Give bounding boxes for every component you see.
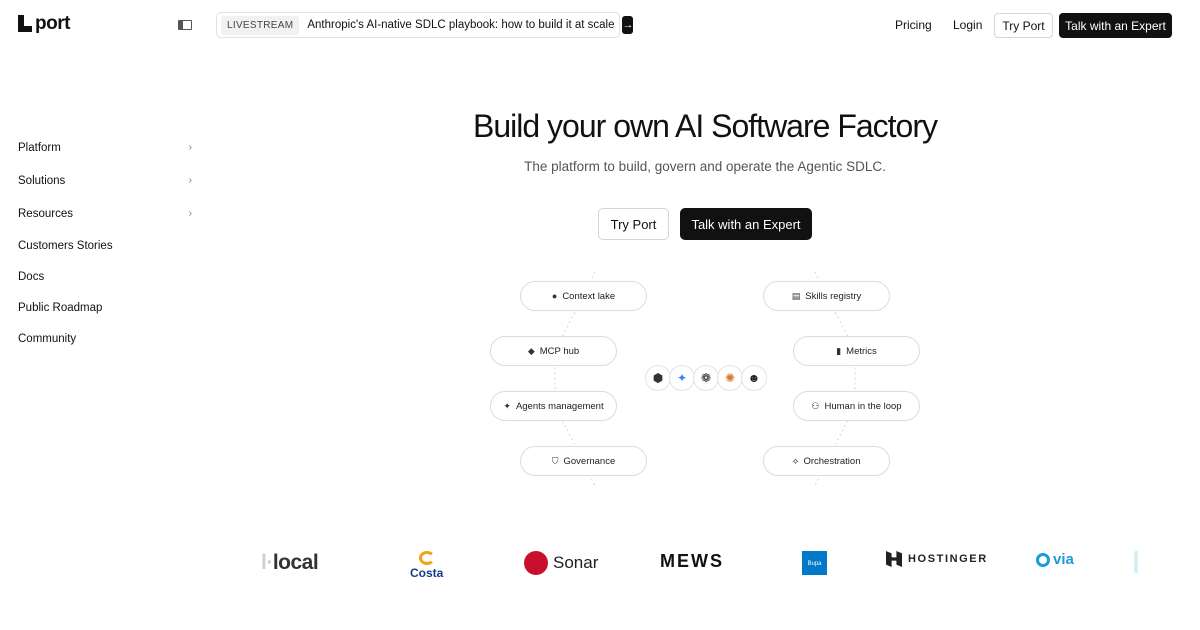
logo-local: l·local: [261, 551, 319, 574]
pill-label: Skills registry: [805, 290, 862, 302]
claude-icon: ✺: [717, 365, 743, 391]
logo-sonar-text: Sonar: [553, 553, 599, 572]
hero-subtitle: The platform to build, govern and operat…: [524, 159, 886, 174]
chevron-right-icon: ›: [188, 142, 192, 153]
port-logo-text: port: [35, 13, 70, 34]
arrow-right-icon[interactable]: →: [622, 16, 634, 34]
login-link[interactable]: Login: [953, 18, 983, 32]
pill-label: Human in the loop: [824, 400, 902, 412]
pill-label: Orchestration: [803, 455, 861, 467]
port-logo-mark: [18, 15, 32, 33]
sidebar-toggle-icon[interactable]: [178, 20, 192, 30]
livestream-tag: LIVESTREAM: [221, 15, 300, 35]
pill-label: Governance: [563, 455, 616, 467]
sidenav-item-customers-stories[interactable]: Customers Stories: [18, 230, 196, 261]
hero-try-port-button[interactable]: Try Port: [598, 208, 669, 240]
pill-governance[interactable]: ⛉ Governance: [520, 446, 647, 476]
logo-bupa: Bupa: [802, 551, 827, 575]
logo-local-faded-letter: l: [261, 551, 267, 574]
pill-mcp-hub[interactable]: ◆ MCP hub: [490, 336, 617, 366]
port-logo[interactable]: port: [18, 13, 70, 35]
try-port-button[interactable]: Try Port: [994, 13, 1053, 38]
left-connector-line: [554, 271, 596, 487]
hero-title: Build your own AI Software Factory: [473, 108, 938, 144]
pricing-link[interactable]: Pricing: [895, 18, 932, 32]
hostinger-mark-icon: [886, 551, 902, 567]
pill-agents-management[interactable]: ✦ Agents management: [490, 391, 617, 421]
sidenav-item-label: Solutions: [18, 174, 66, 187]
shield-icon: ⛉: [551, 455, 559, 466]
logo-mews: MEWS: [660, 551, 724, 571]
side-navigation: Platform › Solutions › Resources › Custo…: [18, 131, 196, 354]
pill-human-in-the-loop[interactable]: ⚇ Human in the loop: [793, 391, 920, 421]
pill-label: Agents management: [515, 400, 604, 412]
users-icon: ⚇: [811, 400, 820, 411]
chevron-right-icon: ›: [188, 175, 192, 186]
ai-agents-hub: ⬢ ✦ ❁ ✺ ☻: [645, 363, 767, 393]
bar-chart-icon: ▮: [836, 345, 842, 356]
cube-icon: ⬢: [645, 365, 671, 391]
openai-icon: ❁: [693, 365, 719, 391]
flow-icon: ⟡: [792, 455, 799, 466]
logo-costa-text: Costa: [410, 566, 444, 580]
logo-costa: Costa: [410, 551, 443, 580]
livestream-announcement[interactable]: LIVESTREAM Anthropic's AI-native SDLC pl…: [216, 12, 634, 38]
logo-hostinger-text: HOSTINGER: [908, 553, 988, 565]
copilot-icon: ☻: [741, 365, 767, 391]
via-mark-icon: [1036, 552, 1050, 567]
sidenav-item-label: Customers Stories: [18, 239, 113, 252]
logo-via: via: [1036, 551, 1074, 568]
pill-label: MCP hub: [539, 345, 580, 357]
pill-label: Metrics: [846, 345, 877, 357]
sidenav-item-solutions[interactable]: Solutions ›: [18, 164, 196, 197]
hero-talk-expert-button[interactable]: Talk with an Expert: [680, 208, 812, 240]
talk-expert-button[interactable]: Talk with an Expert: [1059, 13, 1172, 38]
right-connector-line: [814, 271, 856, 487]
pill-context-lake[interactable]: ● Context lake: [520, 281, 647, 311]
pill-metrics[interactable]: ▮ Metrics: [793, 336, 920, 366]
book-icon: ▤: [791, 290, 801, 301]
sidenav-item-public-roadmap[interactable]: Public Roadmap: [18, 292, 196, 323]
logo-sonar: Sonar: [524, 551, 598, 575]
sidenav-item-platform[interactable]: Platform ›: [18, 131, 196, 164]
chevron-right-icon: ›: [188, 208, 192, 219]
logo-partial-faded: [1134, 551, 1150, 573]
logo-local-text: local: [272, 551, 319, 574]
sidenav-item-label: Platform: [18, 141, 61, 154]
logo-via-text: via: [1053, 551, 1074, 568]
diamond-icon: ◆: [527, 345, 535, 356]
logo-hostinger: HOSTINGER: [886, 551, 988, 567]
sonar-mark-icon: [524, 551, 548, 575]
sidenav-item-label: Community: [18, 332, 77, 345]
pill-orchestration[interactable]: ⟡ Orchestration: [763, 446, 890, 476]
sidenav-item-docs[interactable]: Docs: [18, 261, 196, 292]
sidenav-item-label: Public Roadmap: [18, 301, 103, 314]
pill-skills-registry[interactable]: ▤ Skills registry: [763, 281, 890, 311]
sidenav-item-label: Docs: [18, 270, 45, 283]
sidenav-item-label: Resources: [18, 207, 73, 220]
sparkle-icon: ✦: [503, 400, 511, 411]
pill-label: Context lake: [562, 290, 616, 302]
costa-mark-icon: [418, 551, 435, 565]
gemini-icon: ✦: [669, 365, 695, 391]
announcement-text: Anthropic's AI-native SDLC playbook: how…: [307, 19, 615, 31]
sidenav-item-community[interactable]: Community: [18, 323, 196, 354]
droplet-icon: ●: [551, 291, 558, 301]
sidenav-item-resources[interactable]: Resources ›: [18, 197, 196, 230]
